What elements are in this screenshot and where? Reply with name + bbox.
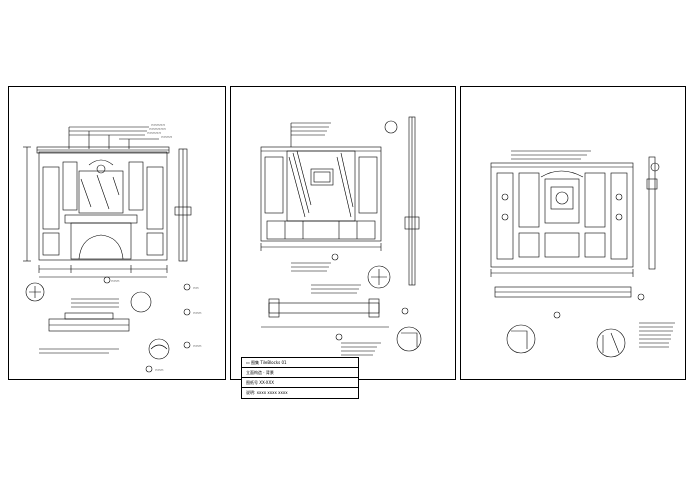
title-block-row-1: ▭ 图集 TileBlocks 01 [242,358,358,368]
fireplace-elevation-drawing: ▭▭▭▭▭▭▭▭▭▭▭ ▭▭▭▭▭▭▭▭▭ ▭▭▭▭▭ ▭▭▭▭▭▭ ▭▭▭ [23,123,202,373]
drawing-sheet-right [460,86,686,380]
svg-text:▭▭▭: ▭▭▭ [193,311,202,315]
drawing-sheet-left: ▭▭▭▭▭▭▭▭▭▭▭ ▭▭▭▭▭▭▭▭▭ ▭▭▭▭▭ ▭▭▭▭▭▭ ▭▭▭ [8,86,226,380]
panel-wall-elevation-drawing [490,150,675,358]
svg-text:▭▭▭▭▭: ▭▭▭▭▭ [151,123,165,127]
title-block-row-2: 立面构造 · 背景 [242,368,358,378]
svg-text:▭▭▭▭: ▭▭▭▭ [161,135,173,139]
drawing-sheet-middle: ▭ 图集 TileBlocks 01 立面构造 · 背景 图纸号 XX-XXX … [230,86,456,399]
svg-text:▭▭: ▭▭ [193,286,199,290]
svg-text:▭▭▭▭▭▭: ▭▭▭▭▭▭ [149,127,166,131]
title-block: ▭ 图集 TileBlocks 01 立面构造 · 背景 图纸号 XX-XXX … [241,357,359,399]
svg-text:▭▭▭▭▭: ▭▭▭▭▭ [147,131,161,135]
title-block-row-4: 说明: xxxx xxxx xxxx [246,390,288,395]
svg-text:▭▭▭: ▭▭▭ [155,368,164,372]
title-block-row-3: 图纸号 XX-XXX [242,378,358,388]
svg-text:▭▭▭: ▭▭▭ [193,344,202,348]
svg-text:▭▭▭: ▭▭▭ [111,279,120,283]
tv-wall-elevation-drawing [260,116,422,356]
